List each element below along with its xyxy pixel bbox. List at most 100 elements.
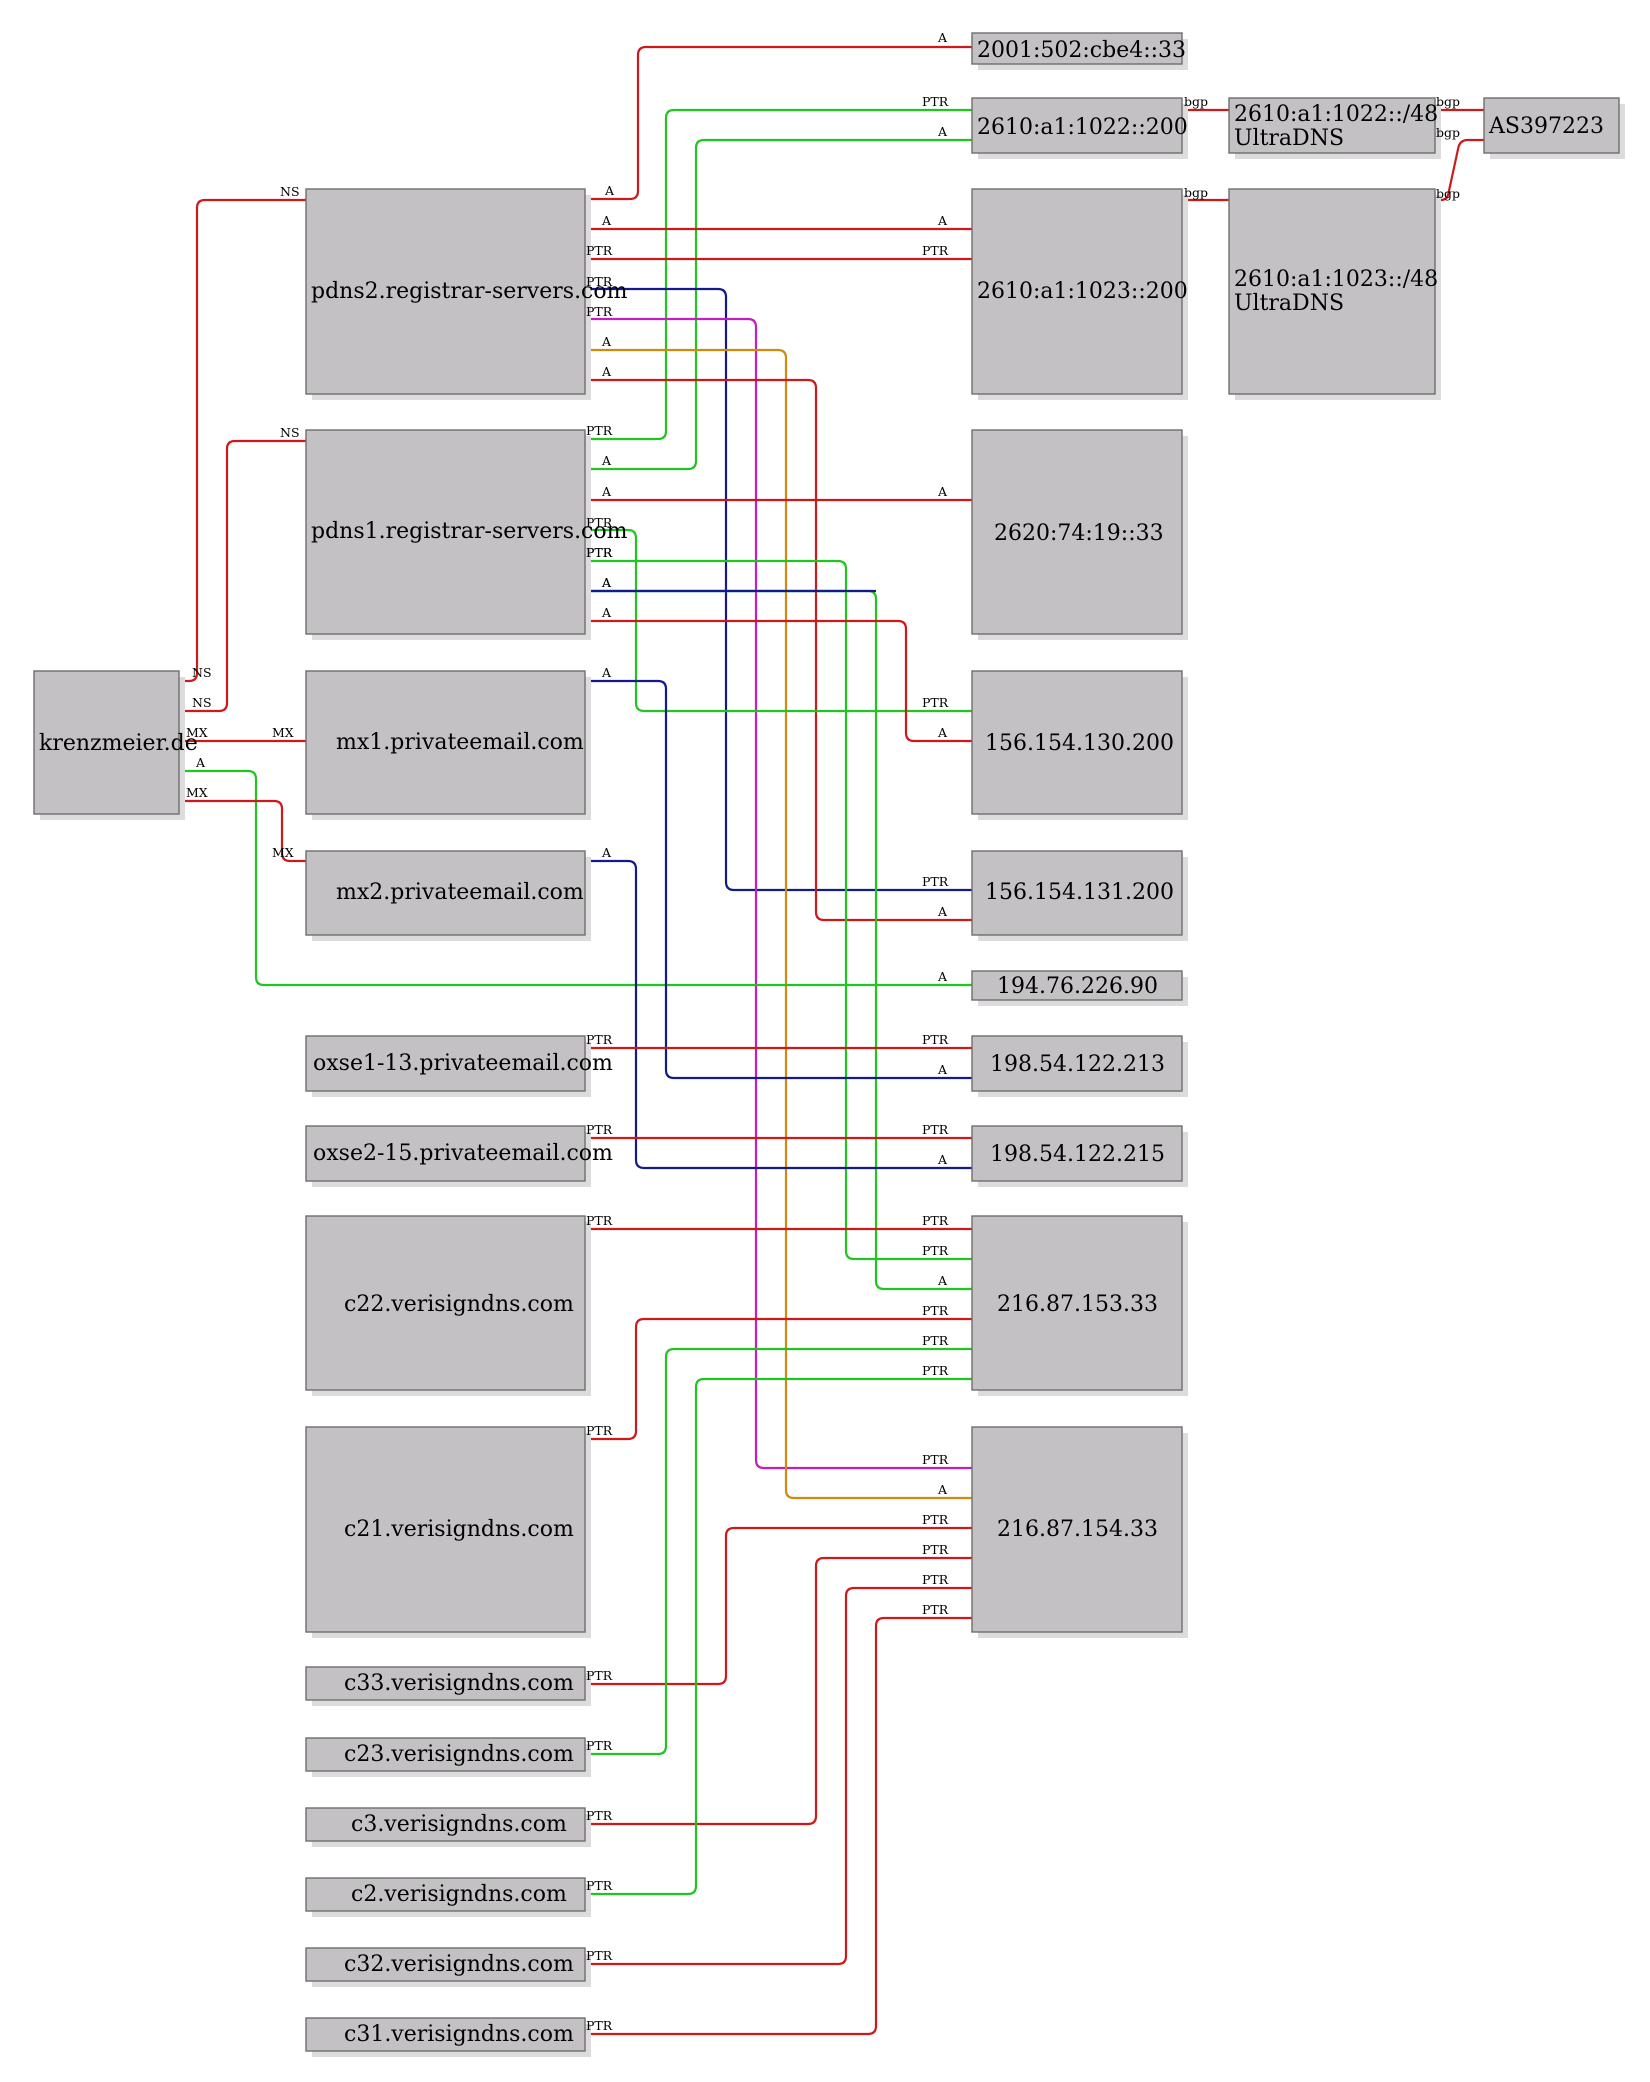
node-as397223[interactable]: AS397223 bbox=[1483, 97, 1625, 159]
node-oxse2[interactable]: oxse2-15.privateemail.com bbox=[305, 1125, 613, 1187]
node-c23[interactable]: c23.verisigndns.com bbox=[305, 1737, 591, 1777]
node-c31[interactable]: c31.verisigndns.com bbox=[305, 2017, 591, 2057]
node-label: c3.verisigndns.com bbox=[351, 1812, 567, 1837]
node-box bbox=[971, 1215, 1183, 1391]
node-ip2610_200[interactable]: 2610:a1:1022::200 bbox=[971, 97, 1188, 159]
node-box bbox=[305, 2017, 586, 2052]
edge-label-e24-1: A bbox=[937, 969, 948, 984]
node-box bbox=[1228, 97, 1436, 154]
edge-label-e10-1: PTR bbox=[922, 243, 949, 258]
node-ip2610_1023[interactable]: 2610:a1:1023::200 bbox=[971, 188, 1188, 400]
edge-e35 bbox=[585, 1377, 972, 1896]
edge-label-e26-1: A bbox=[937, 1062, 948, 1077]
node-box bbox=[971, 670, 1183, 815]
edge-e24 bbox=[179, 769, 972, 987]
edge-label-e01-0: A bbox=[604, 183, 615, 198]
node-label: 216.87.154.33 bbox=[997, 1517, 1158, 1542]
edge-label-e19-0: PTR bbox=[586, 545, 613, 560]
edge-label-e01-1: A bbox=[937, 30, 948, 45]
node-c3[interactable]: c3.verisigndns.com bbox=[305, 1807, 591, 1847]
node-ip156_130[interactable]: 156.154.130.200 bbox=[971, 670, 1188, 820]
edge-e02 bbox=[585, 108, 972, 441]
node-label: 156.154.130.200 bbox=[985, 731, 1174, 756]
edge-label-e31-1: PTR bbox=[922, 1303, 949, 1318]
node-label: c33.verisigndns.com bbox=[344, 1671, 574, 1696]
edge-label-e12-0: PTR bbox=[586, 304, 613, 319]
edge-e36 bbox=[585, 1586, 972, 1966]
node-label: c22.verisigndns.com bbox=[344, 1292, 574, 1317]
node-c32[interactable]: c32.verisigndns.com bbox=[305, 1947, 591, 1987]
node-box bbox=[971, 1125, 1183, 1182]
edge-label-e28-0: PTR bbox=[586, 1032, 613, 1047]
edge-label-e23-0: MX bbox=[186, 725, 208, 740]
node-krenzmeier[interactable]: krenzmeier.de bbox=[33, 670, 198, 820]
edge-label-e25-1: MX bbox=[272, 845, 294, 860]
node-ip216_153[interactable]: 216.87.153.33 bbox=[971, 1215, 1188, 1396]
node-label: oxse2-15.privateemail.com bbox=[313, 1141, 613, 1166]
edge-e14 bbox=[585, 378, 972, 922]
node-box bbox=[1483, 97, 1620, 154]
edge-label-e19-1: PTR bbox=[922, 1243, 949, 1258]
node-pdns1[interactable]: pdns1.registrar-servers.com bbox=[305, 429, 628, 640]
node-mx1[interactable]: mx1.privateemail.com bbox=[305, 670, 591, 820]
edge-label-e02-1: PTR bbox=[922, 94, 949, 109]
node-label: UltraDNS bbox=[1234, 126, 1344, 151]
edge-label-e09-0: A bbox=[601, 213, 612, 228]
node-ip198_213[interactable]: 198.54.122.213 bbox=[971, 1035, 1188, 1097]
edge-label-e18-1: A bbox=[937, 484, 948, 499]
edge-label-e07-1: bgp bbox=[1436, 125, 1460, 140]
node-ip2620[interactable]: 2620:74:19::33 bbox=[971, 429, 1188, 640]
edge-label-e18-0: A bbox=[601, 484, 612, 499]
edge-label-e27-0: A bbox=[601, 845, 612, 860]
node-box bbox=[1228, 188, 1436, 395]
edge-label-e06-0: bgp bbox=[1184, 185, 1208, 200]
node-oxse1[interactable]: oxse1-13.privateemail.com bbox=[305, 1035, 613, 1097]
node-label: 2620:74:19::33 bbox=[994, 521, 1164, 546]
edge-label-e30-0: PTR bbox=[586, 1213, 613, 1228]
edge-e25 bbox=[179, 799, 306, 863]
node-ip198_215[interactable]: 198.54.122.215 bbox=[971, 1125, 1188, 1187]
edge-label-e23-1: MX bbox=[272, 725, 294, 740]
node-label: 2001:502:cbe4::33 bbox=[977, 38, 1186, 63]
node-c21[interactable]: c21.verisigndns.com bbox=[305, 1426, 591, 1638]
edge-e32 bbox=[585, 1526, 972, 1686]
node-c2[interactable]: c2.verisigndns.com bbox=[305, 1877, 591, 1917]
node-box bbox=[305, 1877, 586, 1912]
edge-e07 bbox=[1435, 138, 1484, 202]
edge-e22 bbox=[585, 619, 972, 743]
node-box bbox=[971, 32, 1183, 65]
node-label: UltraDNS bbox=[1234, 291, 1344, 316]
node-box bbox=[305, 429, 586, 635]
edge-label-e09-1: A bbox=[937, 213, 948, 228]
edge-label-e14-0: A bbox=[601, 364, 612, 379]
edge-label-e22-1: A bbox=[937, 725, 948, 740]
edge-label-e29-1: PTR bbox=[922, 1122, 949, 1137]
node-ip2001[interactable]: 2001:502:cbe4::33 bbox=[971, 32, 1188, 70]
node-box bbox=[305, 850, 586, 936]
node-ip156_131[interactable]: 156.154.131.200 bbox=[971, 850, 1188, 941]
edge-e19 bbox=[585, 559, 972, 1261]
node-pdns2[interactable]: pdns2.registrar-servers.com bbox=[305, 188, 628, 400]
node-ip194[interactable]: 194.76.226.90 bbox=[971, 970, 1188, 1006]
edge-label-e33-1: PTR bbox=[922, 1333, 949, 1348]
edge-label-e16-0: PTR bbox=[586, 515, 613, 530]
node-c33[interactable]: c33.verisigndns.com bbox=[305, 1666, 591, 1706]
edge-e15 bbox=[179, 439, 306, 713]
edge-label-e16-1: PTR bbox=[922, 695, 949, 710]
edge-label-e12-1: PTR bbox=[922, 1452, 949, 1467]
node-label: pdns1.registrar-servers.com bbox=[311, 519, 628, 544]
edge-label-e03-0: A bbox=[601, 453, 612, 468]
edge-e34 bbox=[585, 1556, 972, 1826]
node-ip216_154[interactable]: 216.87.154.33 bbox=[971, 1426, 1188, 1638]
node-box bbox=[971, 97, 1183, 154]
edge-label-e33-0: PTR bbox=[586, 1738, 613, 1753]
node-mx2[interactable]: mx2.privateemail.com bbox=[305, 850, 591, 941]
edge-e03 bbox=[585, 138, 972, 471]
node-label: 2610:a1:1023::/48 bbox=[1234, 267, 1438, 292]
node-c22[interactable]: c22.verisigndns.com bbox=[305, 1215, 591, 1396]
node-layer: krenzmeier.de pdns2.registrar-servers.com… bbox=[33, 32, 1625, 2057]
